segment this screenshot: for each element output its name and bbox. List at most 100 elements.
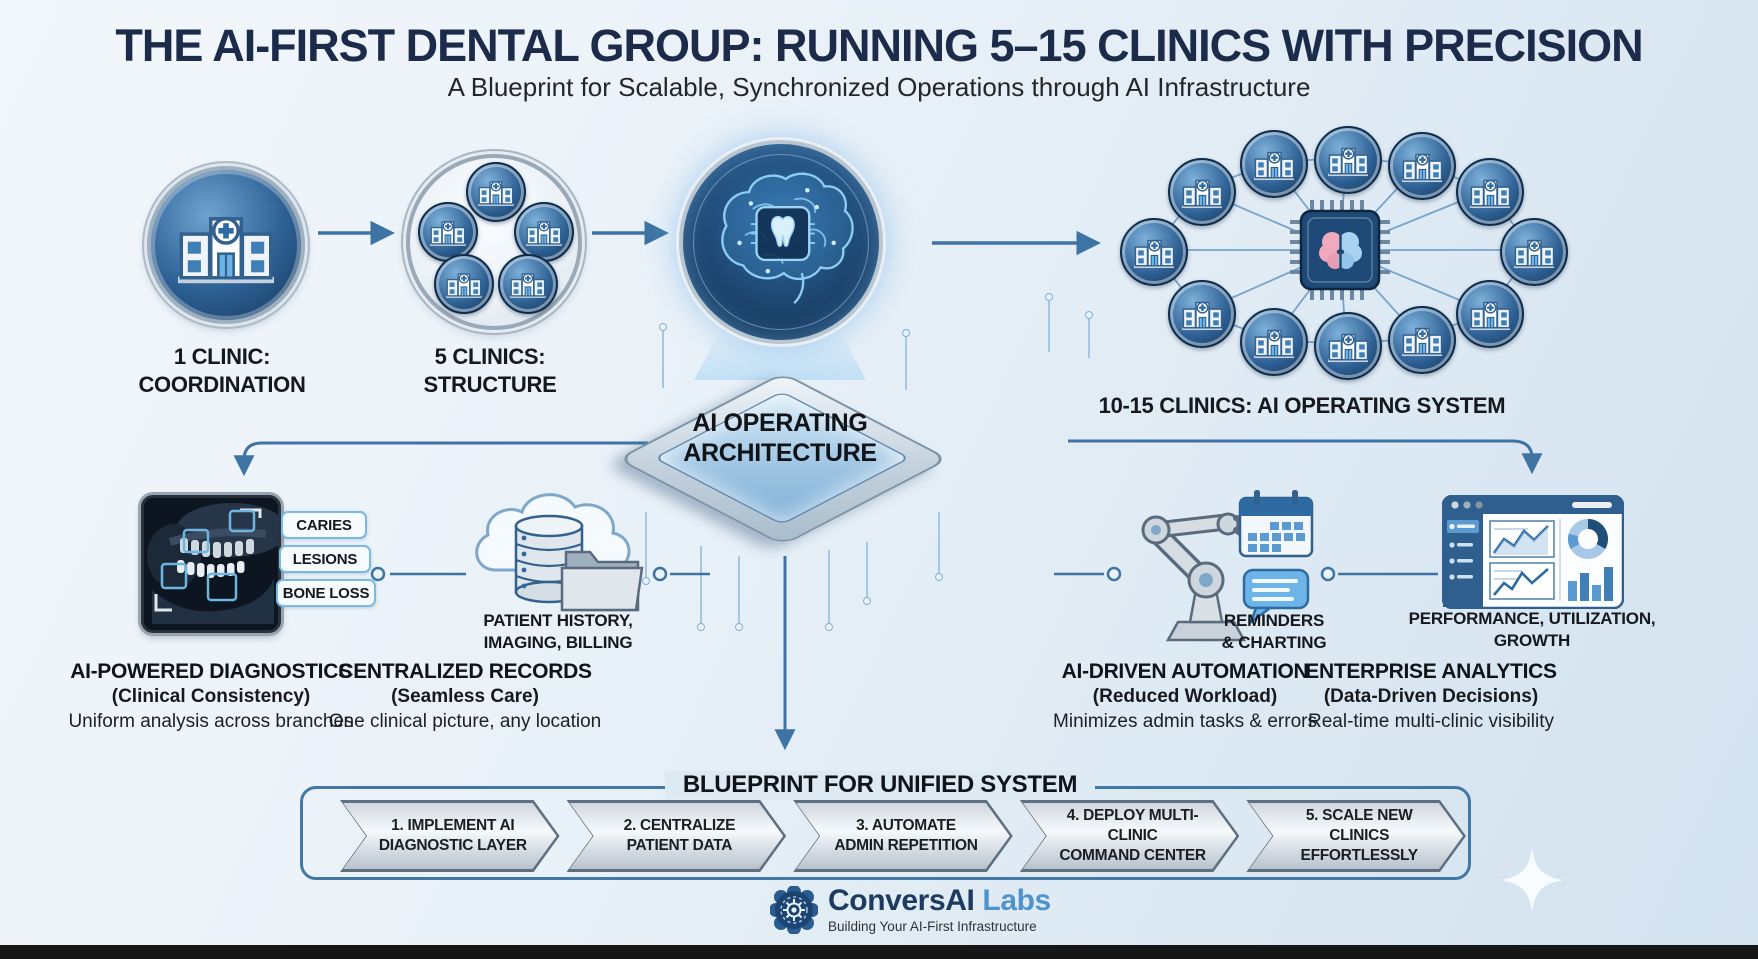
sparkle-icon [1500, 848, 1564, 912]
connector-dot [652, 566, 668, 582]
callout-lesions: LESIONS [279, 545, 371, 573]
calendar-icon [1238, 490, 1314, 558]
circuit-trace [863, 542, 871, 605]
arrow-to-analytics [1068, 439, 1543, 475]
brand-tagline: Building Your AI-First Infrastructure [828, 919, 1037, 934]
mini-clinic-node [514, 202, 574, 262]
records-caption: PATIENT HISTORY,IMAGING, BILLING [483, 611, 633, 653]
blueprint-step-2: 2. CENTRALIZE PATIENT DATA [567, 800, 787, 872]
clinic-building-icon [1254, 325, 1295, 359]
clinic-building-icon [1328, 143, 1369, 177]
automation-caption: REMINDERS& CHARTING [1221, 611, 1327, 653]
analytics-caption: PERFORMANCE, UTILIZATION,GROWTH [1408, 609, 1656, 651]
clinic-node [1240, 308, 1308, 376]
feature-analytics: ENTERPRISE ANALYTICS (Data-Driven Decisi… [1305, 660, 1557, 732]
circuit-trace [1085, 311, 1093, 358]
circuit-brain-icon [721, 172, 854, 305]
clinic-node [1456, 158, 1524, 226]
blueprint-step-3: 3. AUTOMATE ADMIN REPETITION [793, 800, 1013, 872]
clinic-building-icon [1328, 329, 1369, 363]
circuit-trace [1045, 293, 1053, 352]
ai-chip-icon [1290, 200, 1390, 300]
clinic-node [1388, 306, 1456, 374]
clinic-node [1168, 280, 1236, 348]
feature-records: CENTRALIZED RECORDS (Seamless Care) One … [328, 660, 602, 732]
circuit-trace [902, 329, 910, 390]
brand-name: ConversAI Labs [828, 884, 1051, 917]
brand-logo: ConversAI Labs Building Your AI-First In… [770, 886, 1051, 934]
single-clinic-badge [147, 166, 305, 324]
blueprint-step-4: 4. DEPLOY MULTI-CLINIC COMMAND CENTER [1020, 800, 1240, 872]
connector-dot [1320, 566, 1336, 582]
bar-chart-icon [1568, 567, 1613, 601]
clinic-building-icon [1402, 323, 1443, 357]
clinic-building-icon [510, 269, 546, 298]
mini-clinic-node [498, 254, 558, 314]
tooth-icon [770, 215, 795, 247]
clinic-node [1456, 280, 1524, 348]
clinic-node [1314, 312, 1382, 380]
blueprint-step-face: 5. SCALE NEW CLINICS EFFORTLESSLY [1249, 803, 1463, 869]
connector-dot [370, 566, 386, 582]
circuit-trace [642, 512, 650, 585]
circuit-trace [659, 323, 667, 388]
cluster-label: 10-15 CLINICS: AI OPERATING SYSTEM [1098, 393, 1506, 418]
anomaly-boxes [160, 509, 256, 602]
mini-clinic-node [434, 254, 494, 314]
chat-bubble-icon [1242, 568, 1310, 626]
mini-clinic-node [418, 202, 478, 262]
blueprint-title: BLUEPRINT FOR UNIFIED SYSTEM [500, 771, 1260, 799]
cloud-database-folder-icon [475, 493, 644, 612]
dental-xray-icon [141, 495, 288, 633]
circuit-trace [935, 512, 943, 581]
line-chart-panel-2 [1489, 562, 1555, 600]
blueprint-step-face: 1. IMPLEMENT AI DIAGNOSTIC LAYER [343, 803, 557, 869]
clinic-building-icon [1514, 235, 1555, 269]
stage1-label: 1 CLINIC:COORDINATION [138, 344, 306, 397]
clinic-building-icon [1402, 149, 1443, 183]
clinic-building-icon [526, 217, 562, 246]
clinic-node [1240, 130, 1308, 198]
clinic-building-icon [478, 177, 514, 206]
connector-dot [1106, 566, 1122, 582]
blueprint-step-face: 4. DEPLOY MULTI-CLINIC COMMAND CENTER [1023, 803, 1237, 869]
clinic-node [1120, 218, 1188, 286]
five-clinics-ring-icon [406, 154, 582, 330]
clinic-building-icon [1182, 175, 1223, 209]
bottom-bar [0, 945, 1758, 959]
clinic-node [1500, 218, 1568, 286]
stage2-label: 5 CLINICS:STRUCTURE [423, 344, 557, 397]
dental-ai-brain-chip-icon [679, 140, 883, 344]
clinic-building-icon [1470, 297, 1511, 331]
clinic-node [1168, 158, 1236, 226]
blueprint-step-1: 1. IMPLEMENT AI DIAGNOSTIC LAYER [340, 800, 560, 872]
blueprint-step-face: 3. AUTOMATE ADMIN REPETITION [796, 803, 1010, 869]
callout-caries: CARIES [281, 511, 367, 539]
clinic-node [1314, 126, 1382, 194]
conversai-gear-logo-icon [770, 886, 818, 934]
callout-bone-loss: BONE LOSS [276, 579, 376, 607]
feature-automation: AI-DRIVEN AUTOMATION (Reduced Workload) … [1053, 660, 1317, 732]
line-chart-panel [1489, 520, 1555, 558]
donut-chart-icon [1568, 519, 1608, 559]
clinic-node [1388, 132, 1456, 200]
robot-arm-calendar-icon [1141, 490, 1314, 642]
clinic-building-icon [1134, 235, 1175, 269]
blueprint-step-5: 5. SCALE NEW CLINICS EFFORTLESSLY [1246, 800, 1466, 872]
circuit-trace [825, 550, 833, 631]
clinic-building-icon [446, 269, 482, 298]
page-title: THE AI-FIRST DENTAL GROUP: RUNNING 5–15 … [115, 20, 1643, 71]
clinic-building-icon [1254, 147, 1295, 181]
feature-diagnostics: AI-POWERED DIAGNOSTICS (Clinical Consist… [68, 660, 354, 732]
clinic-building-icon [178, 205, 274, 285]
arrow-to-diagnostics [233, 441, 648, 477]
clinic-building-icon [1182, 297, 1223, 331]
brain-glyph [1319, 232, 1362, 269]
blueprint-step-face: 2. CENTRALIZE PATIENT DATA [570, 803, 784, 869]
blueprint-steps: 1. IMPLEMENT AI DIAGNOSTIC LAYER 2. CENT… [340, 800, 1466, 872]
mini-clinic-node [466, 162, 526, 222]
page-subtitle: A Blueprint for Scalable, Synchronized O… [447, 72, 1311, 102]
